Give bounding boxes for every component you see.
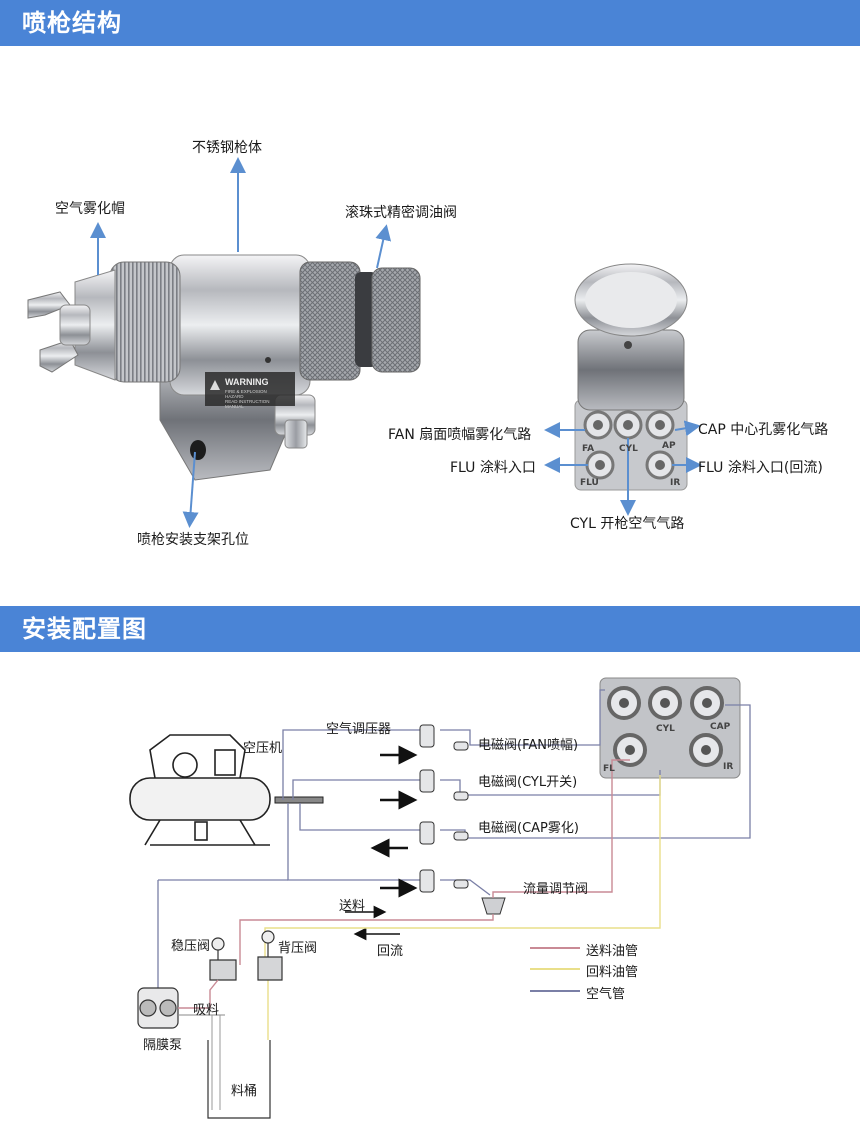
label-pump: 隔膜泵 (143, 1038, 183, 1053)
port-mark-cyl: CYL (619, 444, 638, 454)
legend-label-feed: 送料油管 (586, 944, 639, 959)
legend-label-return: 回料油管 (586, 965, 639, 980)
regulators (419, 724, 469, 893)
install-port-cap: CAP (710, 722, 731, 732)
label-compressor: 空压机 (243, 741, 283, 756)
air-distribution-bar (274, 796, 324, 804)
install-manifold (599, 677, 741, 779)
install-port-cyl: CYL (656, 724, 675, 734)
label-feed: 送料 (339, 899, 366, 914)
flow-control-valve (481, 897, 506, 915)
port-mark-fan: FA (582, 444, 595, 454)
label-back-pressure: 背压阀 (278, 941, 318, 956)
port-mark-cap: AP (662, 441, 676, 451)
install-port-flu-left: FL (603, 764, 615, 774)
label-bucket: 料桶 (231, 1084, 258, 1099)
warning-line3: READ INSTRUCTION (225, 399, 270, 404)
feed-line (239, 759, 630, 965)
label-fan: FAN 扇面喷幅雾化气路 (388, 427, 532, 443)
label-sol-cyl: 电磁阀(CYL开关) (478, 775, 578, 790)
section-title-structure: 喷枪结构 (0, 0, 860, 46)
label-air-cap: 空气雾化帽 (55, 201, 125, 217)
label-needle-valve: 滚珠式精密调油阀 (345, 205, 457, 221)
label-stainless-body: 不锈钢枪体 (192, 140, 262, 156)
spray-gun: WARNING FIRE & EXPLOSION HAZARD READ INS… (27, 254, 421, 481)
label-stabilizer: 稳压阀 (171, 939, 211, 954)
label-cyl: CYL 开枪空气气路 (570, 516, 685, 532)
label-return-flow: 回流 (377, 944, 404, 959)
manifold-photo (574, 263, 688, 491)
install-port-flu-right: IR (723, 762, 734, 772)
label-mount-hole: 喷枪安装支架孔位 (137, 532, 249, 548)
return-line (264, 775, 661, 1040)
warning-line2: HAZARD (225, 394, 244, 399)
port-mark-flu-right: IR (670, 478, 681, 488)
arrow-needle-valve (375, 224, 392, 269)
warning-plate: WARNING FIRE & EXPLOSION HAZARD READ INS… (205, 372, 295, 409)
paint-bucket (207, 1040, 271, 1119)
label-flu-in: FLU 涂料入口 (450, 460, 536, 476)
section-title-install: 安装配置图 (0, 606, 860, 652)
diaphragm-pump (137, 987, 179, 1029)
label-cap: CAP 中心孔雾化气路 (698, 422, 829, 438)
arrow-cap (674, 420, 701, 437)
warning-line4: MANUAL (225, 404, 244, 409)
label-flu-return: FLU 涂料入口(回流) (698, 460, 823, 476)
port-mark-flu-left: FLU (580, 478, 599, 488)
label-regulator: 空气调压器 (326, 722, 392, 737)
label-flow-valve: 流量调节阀 (523, 882, 589, 897)
air-compressor (129, 734, 271, 846)
label-sol-cap: 电磁阀(CAP雾化) (478, 821, 579, 836)
warning-line1: FIRE & EXPLOSION (225, 389, 267, 394)
label-suction: 吸料 (193, 1003, 220, 1018)
warning-title: WARNING (225, 377, 269, 387)
legend-label-air: 空气管 (586, 987, 626, 1002)
stabilizer-valve (209, 937, 237, 981)
back-pressure-valve (257, 930, 283, 981)
arrow-mount (182, 451, 199, 528)
label-sol-fan: 电磁阀(FAN喷幅) (478, 738, 579, 753)
